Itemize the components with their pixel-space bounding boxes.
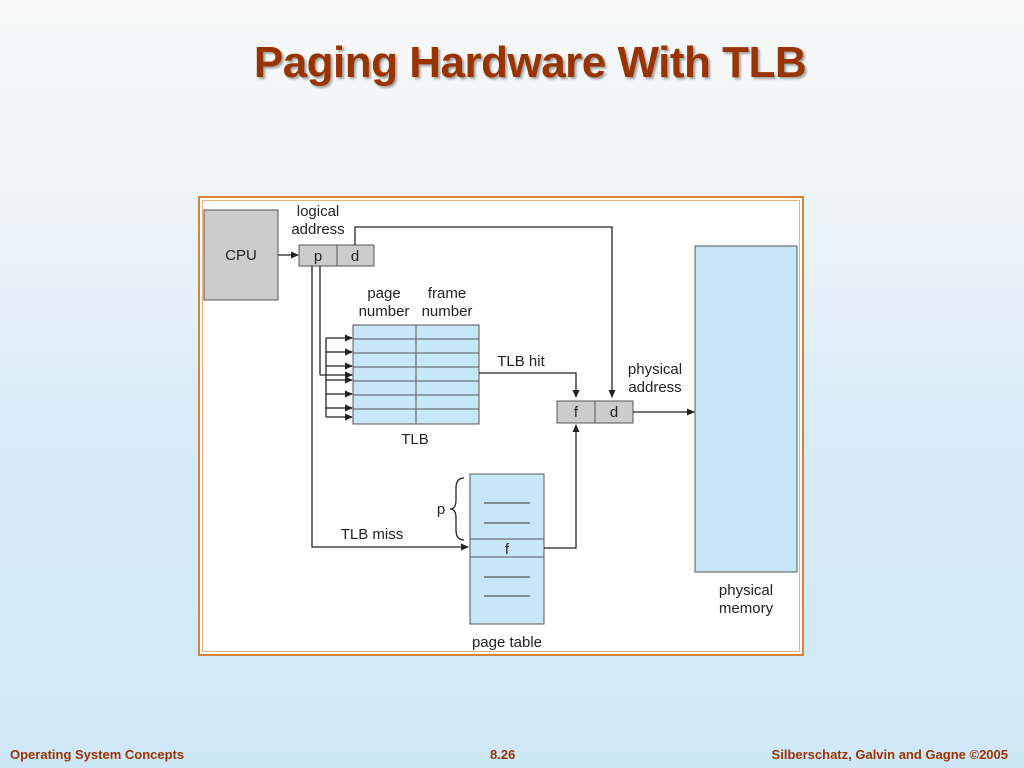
diagram-frame: CPU logical address p d xyxy=(198,196,804,656)
page-table-to-physical-arrow xyxy=(544,424,580,549)
cpu-label: CPU xyxy=(225,247,257,264)
logical-address-label-line2: address xyxy=(291,221,344,238)
footer-copyright: Silberschatz, Galvin and Gagne ©2005 xyxy=(771,747,1008,762)
tlb-miss-label: TLB miss xyxy=(341,526,404,543)
page-table-p-label: p xyxy=(437,501,445,518)
physical-memory-box xyxy=(694,245,798,573)
physical-f-label: f xyxy=(574,404,579,421)
page-table-f-label: f xyxy=(505,541,510,558)
logical-address-box: p d xyxy=(298,244,375,267)
cpu-box: CPU xyxy=(203,209,279,301)
physical-memory-label-line2: memory xyxy=(719,600,774,617)
footer-page-number: 8.26 xyxy=(490,747,516,762)
footer-course-title: Operating System Concepts xyxy=(10,747,185,762)
tlb-label: TLB xyxy=(401,431,429,448)
page-number-label-line2: number xyxy=(359,303,410,320)
tlb-miss-arrow xyxy=(311,266,469,551)
page-index-brace xyxy=(449,477,465,541)
logical-p-label: p xyxy=(314,248,322,265)
tlb-hit-arrow xyxy=(479,372,580,398)
physical-address-box: f d xyxy=(556,400,634,424)
logical-d-label: d xyxy=(351,248,359,265)
p-to-tlb-lines xyxy=(319,266,353,421)
d-offset-arrow xyxy=(354,226,616,398)
logical-address-label-line1: logical xyxy=(297,203,340,220)
page-table-label: page table xyxy=(472,634,542,651)
frame-number-label-line1: frame xyxy=(428,285,466,302)
tlb-table xyxy=(352,324,480,425)
page-number-label-line1: page xyxy=(367,285,400,302)
slide-title: Paging Hardware With TLB xyxy=(253,38,807,87)
physical-address-label-line1: physical xyxy=(628,361,682,378)
physical-address-label-line2: address xyxy=(628,379,681,396)
physical-memory-label-line1: physical xyxy=(719,582,773,599)
tlb-hit-label: TLB hit xyxy=(497,353,545,370)
physical-d-label: d xyxy=(610,404,618,421)
paging-tlb-diagram: CPU logical address p d xyxy=(203,203,798,651)
frame-number-label-line2: number xyxy=(422,303,473,320)
page-table xyxy=(469,473,545,625)
